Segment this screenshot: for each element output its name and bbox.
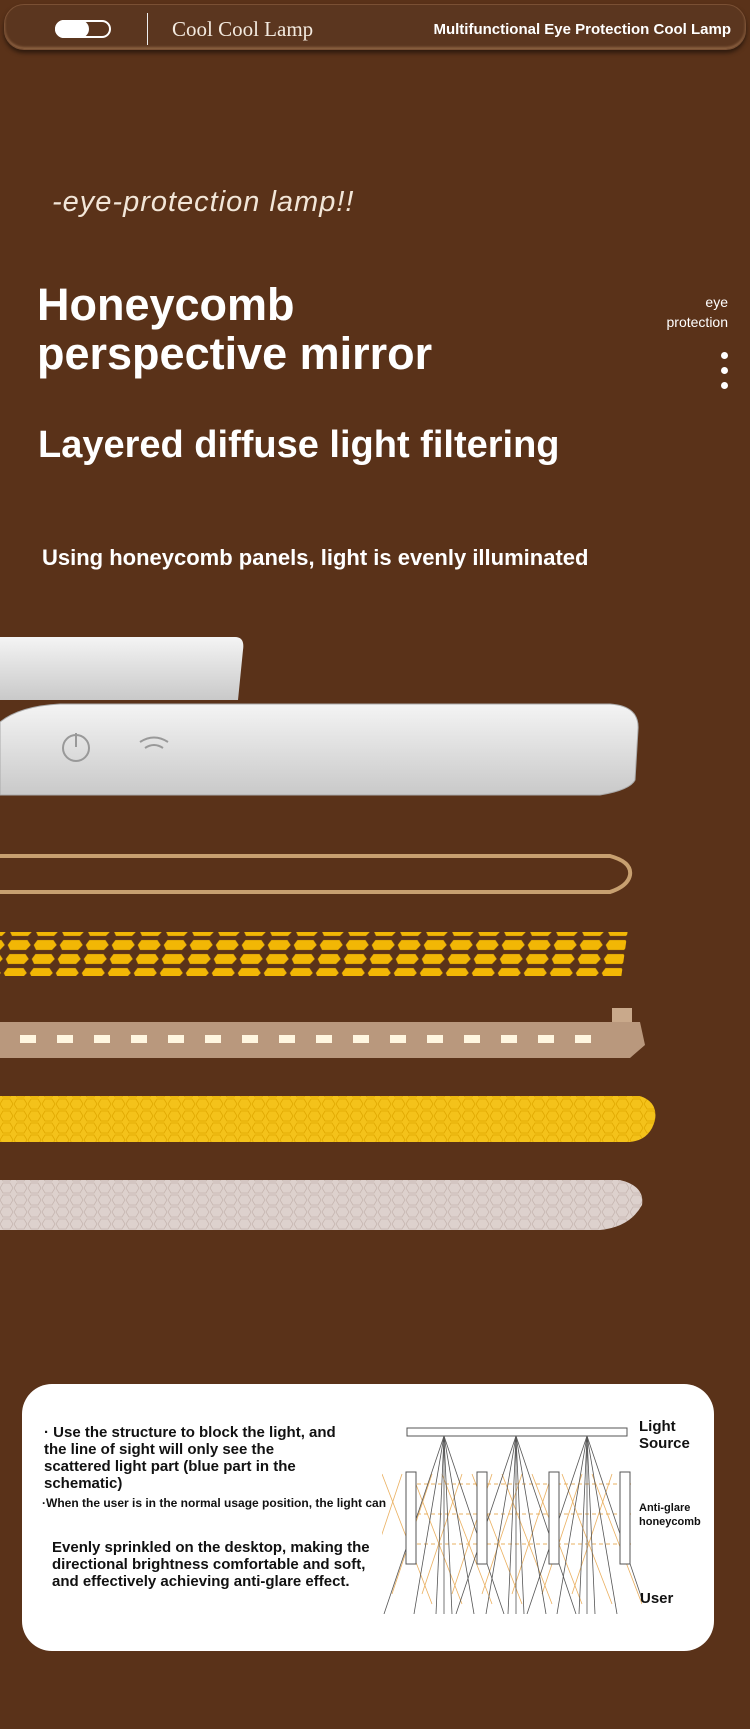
side-nav-label[interactable]: eye protection: [667, 292, 728, 332]
brand-name: Cool Cool Lamp: [172, 17, 314, 41]
led-chip: [316, 1035, 332, 1043]
hero-title-line1: Honeycomb: [37, 279, 295, 330]
honeycomb-wall: [619, 1471, 631, 1565]
hero-subtitle: -eye-protection lamp!!: [52, 186, 355, 218]
led-chip: [168, 1035, 184, 1043]
hero-title-line2: perspective mirror: [37, 328, 433, 379]
led-chip: [205, 1035, 221, 1043]
top-bar: Cool Cool Lamp Multifunctional Eye Prote…: [4, 4, 746, 50]
heading-layered: Layered diffuse light filtering: [38, 424, 560, 466]
toggle-switch[interactable]: [55, 20, 111, 38]
honeycomb-grid: [0, 932, 628, 976]
led-chip: [427, 1035, 443, 1043]
led-chip: [94, 1035, 110, 1043]
led-chip: [538, 1035, 554, 1043]
led-strip: [0, 1008, 645, 1058]
yellow-diffuser: [0, 1096, 656, 1142]
honeycomb-wall: [476, 1471, 488, 1565]
side-label-1: eye: [705, 294, 728, 310]
led-chip: [390, 1035, 406, 1043]
side-label-2: protection: [666, 314, 728, 330]
led-chip: [575, 1035, 591, 1043]
info-card: · Use the structure to block the light, …: [22, 1384, 714, 1651]
led-chip: [57, 1035, 73, 1043]
divider: [147, 13, 148, 45]
reflector-ring: [0, 854, 633, 894]
led-chip: [353, 1035, 369, 1043]
description: Evenly sprinkled on the desktop, making …: [52, 1539, 370, 1590]
hero-title: Honeycomb perspective mirror: [37, 280, 432, 378]
led-chip: [242, 1035, 258, 1043]
frosted-cover: [0, 1180, 643, 1230]
honeycomb-wall: [548, 1471, 560, 1565]
led-chip: [20, 1035, 36, 1043]
honeycomb-wall: [405, 1471, 417, 1565]
anti-glare-diagram: [382, 1427, 642, 1614]
label-user: User: [640, 1590, 674, 1607]
light-source-bar: [406, 1427, 628, 1437]
lamp-exploded-view: [0, 637, 656, 1230]
led-chip: [131, 1035, 147, 1043]
bullet-1: · Use the structure to block the light, …: [44, 1424, 336, 1492]
more-dots-icon[interactable]: [721, 352, 729, 397]
lamp-housing: [0, 637, 639, 796]
led-chip: [464, 1035, 480, 1043]
tagline: Multifunctional Eye Protection Cool Lamp: [433, 21, 731, 38]
bullet-2: ·When the user is in the normal usage po…: [42, 1496, 387, 1510]
led-chip: [501, 1035, 517, 1043]
heading-honeycomb: Using honeycomb panels, light is evenly …: [42, 545, 589, 570]
led-chip: [279, 1035, 295, 1043]
